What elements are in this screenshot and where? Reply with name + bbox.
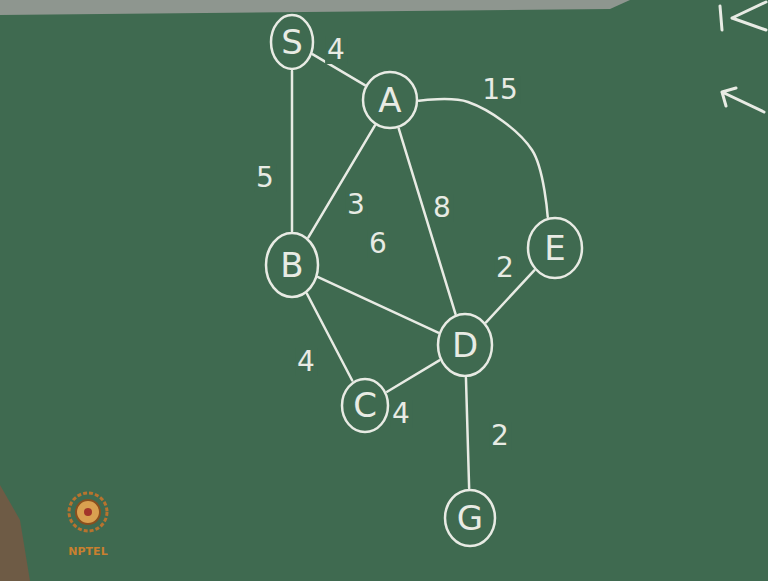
logo-ring	[69, 493, 107, 531]
node-outline	[438, 314, 492, 376]
edge-weight: 5	[254, 164, 276, 192]
edge-weight: 3	[345, 191, 367, 219]
node-outline	[342, 379, 388, 432]
board-ledge	[0, 0, 630, 15]
node-label: C	[353, 388, 377, 422]
graph-edge	[308, 126, 374, 238]
graph-node: B	[264, 231, 320, 299]
node-outline	[528, 218, 582, 278]
node-label: B	[280, 248, 303, 282]
node-outline	[363, 72, 417, 128]
node-label: S	[281, 25, 303, 59]
edge-weight: 15	[480, 76, 520, 104]
graph-node: E	[526, 216, 584, 280]
graph-node: G	[443, 488, 497, 548]
node-label: G	[457, 501, 483, 535]
logo-text: NPTEL	[68, 546, 107, 557]
graph-node: S	[269, 13, 315, 71]
graph-node: C	[340, 377, 390, 434]
edge-weight: 4	[325, 36, 347, 64]
graph-node: A	[361, 70, 419, 130]
node-label: E	[544, 231, 565, 265]
node-outline	[445, 490, 495, 546]
graph-edge	[318, 277, 438, 332]
graph-edge	[399, 129, 456, 314]
graph-edge	[466, 378, 469, 488]
edge-weight: 2	[494, 254, 516, 282]
graph-node: D	[436, 312, 494, 378]
chalk-arrow	[722, 88, 764, 112]
edge-weight: 4	[295, 348, 317, 376]
graph-edge	[291, 71, 294, 231]
edge-weight: 6	[367, 230, 389, 258]
edge-weight: 8	[431, 194, 453, 222]
edge-weight: 4	[390, 400, 412, 428]
node-outline	[271, 15, 313, 69]
logo-dot	[84, 508, 92, 516]
board-frame	[0, 485, 30, 581]
edge-weight: 2	[489, 422, 511, 450]
chalk-arrows	[720, 2, 766, 112]
chalk-stroke	[720, 6, 722, 30]
node-label: D	[452, 328, 478, 362]
node-label: A	[378, 83, 401, 117]
graph-edge	[387, 360, 439, 391]
node-outline	[266, 233, 318, 297]
nptel-logo	[69, 493, 107, 531]
chalk-arrow	[732, 2, 766, 30]
logo-core	[76, 500, 100, 524]
